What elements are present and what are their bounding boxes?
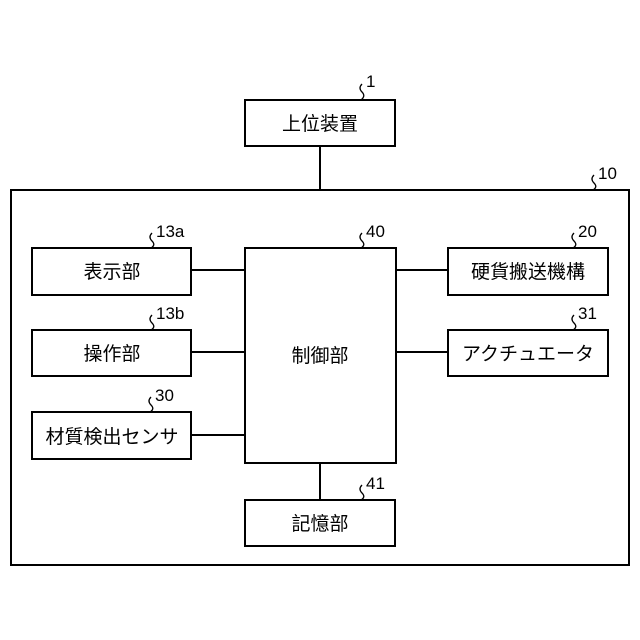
- coin-mechanism-label: 硬貨搬送機構: [471, 261, 585, 283]
- controller-label: 制御部: [291, 345, 348, 367]
- storage-ref: 41: [366, 474, 385, 493]
- actuator-label: アクチュエータ: [462, 343, 594, 365]
- material-sensor-label: 材質検出センサ: [45, 426, 178, 448]
- coin-mechanism-ref: 20: [578, 222, 597, 241]
- display-label: 表示部: [83, 261, 140, 283]
- host-label: 上位装置: [282, 113, 358, 135]
- device-ref-leader: [592, 175, 596, 190]
- display-ref: 13a: [156, 222, 185, 241]
- actuator-ref: 31: [578, 304, 597, 323]
- operation-ref: 13b: [156, 304, 184, 323]
- material-sensor-ref: 30: [155, 386, 174, 405]
- storage-label: 記憶部: [291, 513, 348, 535]
- host-ref: 1: [366, 72, 375, 91]
- operation-label: 操作部: [83, 343, 140, 365]
- host-ref-leader: [360, 84, 364, 100]
- device-ref: 10: [598, 164, 617, 183]
- controller-ref: 40: [366, 222, 385, 241]
